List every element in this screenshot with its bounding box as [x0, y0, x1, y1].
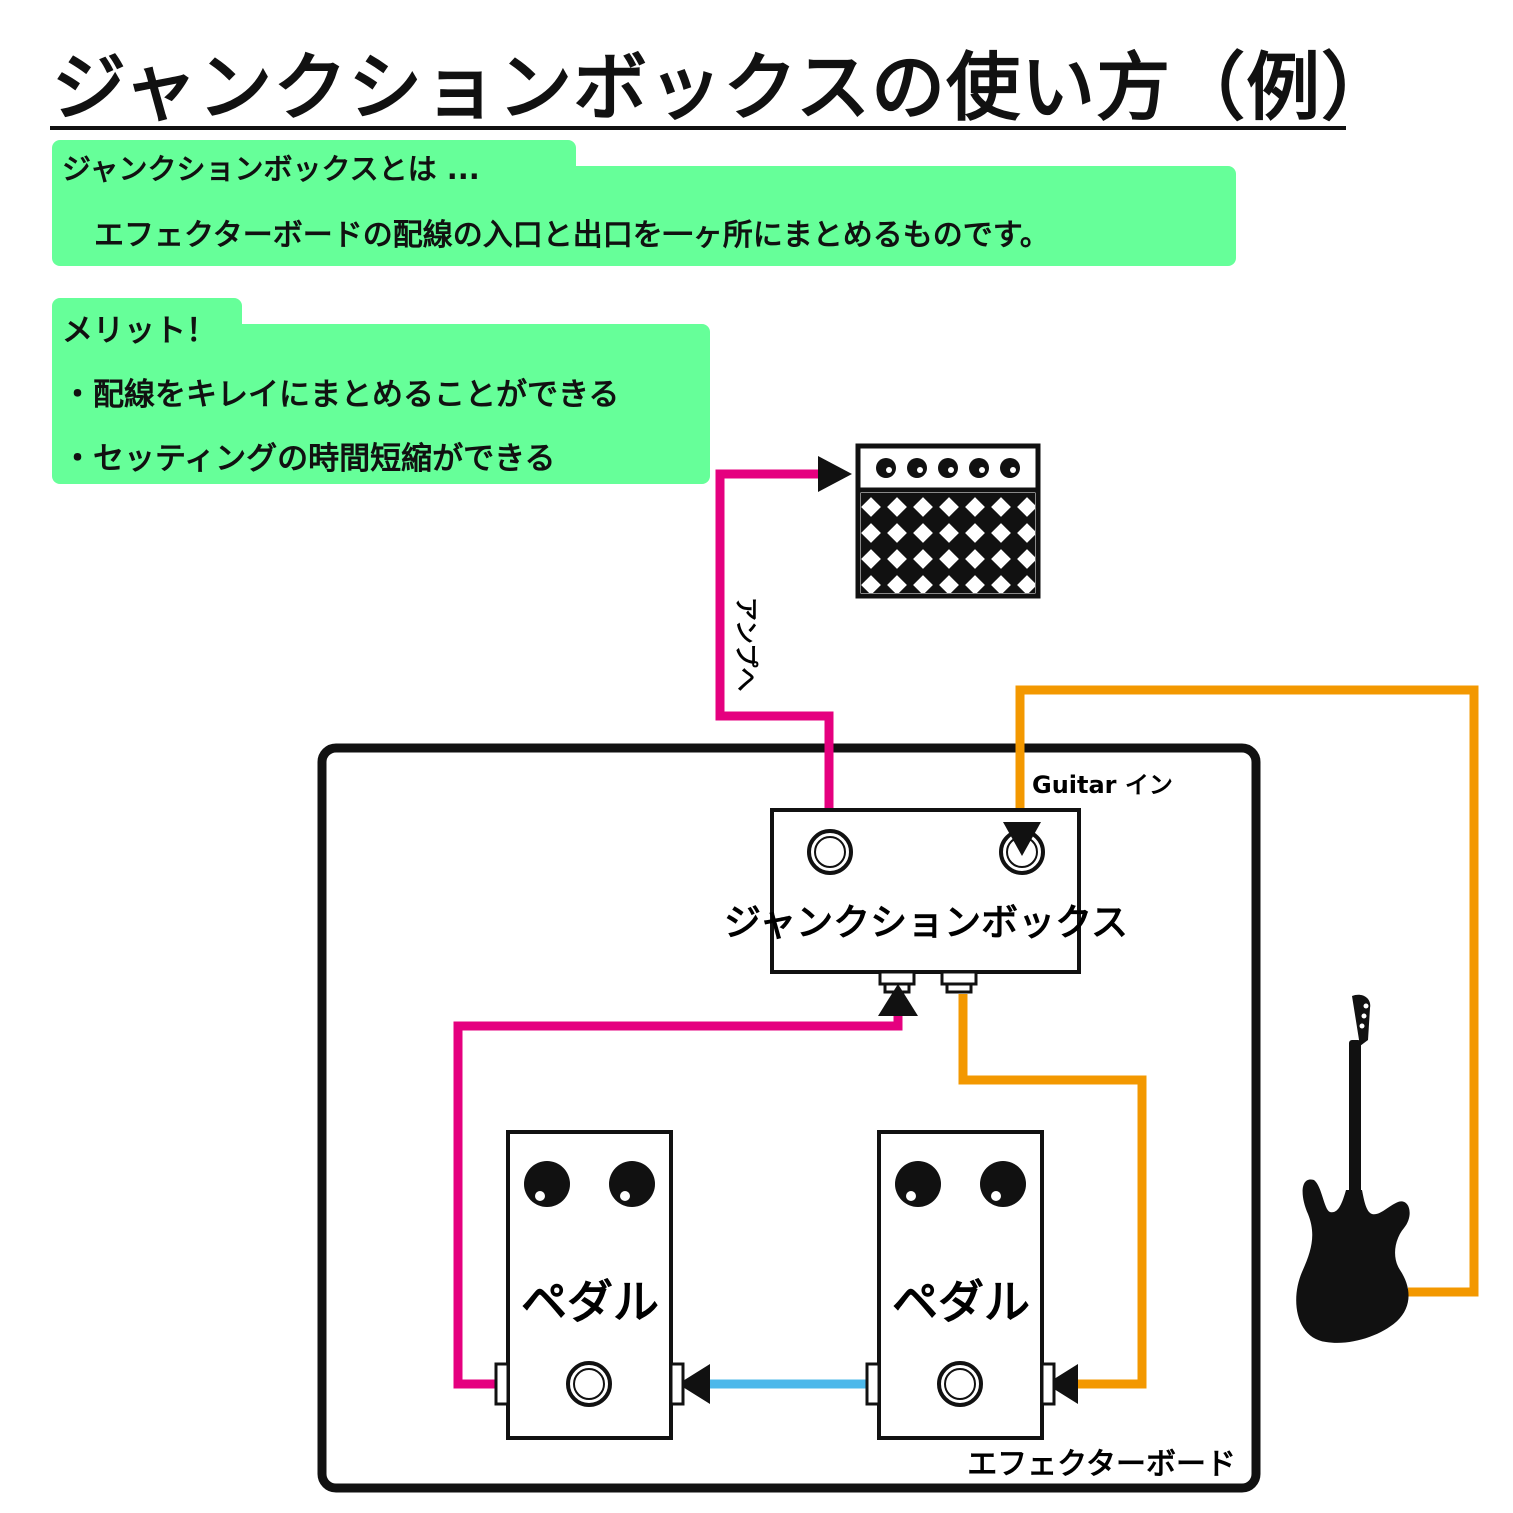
- arrow-into-input-icon: [1003, 822, 1041, 856]
- arrow-into-right-pedal-icon: [1046, 1364, 1078, 1404]
- amp-knobs: [876, 458, 1020, 478]
- definition-panel: [52, 166, 1236, 266]
- amp-icon: [855, 443, 1041, 599]
- merit-item: ・セッティングの時間短縮ができる: [62, 441, 556, 477]
- junction-box: ジャンクションボックス: [724, 808, 1128, 994]
- amp-cable-label: アンプへ: [732, 597, 760, 691]
- pedal-right-label: ペダル: [892, 1275, 1030, 1329]
- output-jack-icon: [865, 1362, 881, 1406]
- return-jack-icon: [878, 970, 916, 986]
- input-jack-icon: [1040, 1362, 1056, 1406]
- return-cable: [453, 1010, 903, 1389]
- guitar-cable: [1015, 685, 1479, 1297]
- knob-icon: [980, 1161, 1026, 1207]
- page-title: ジャンクションボックスの使い方（例）: [52, 45, 1397, 131]
- send-cable: [958, 994, 1147, 1389]
- arrow-to-amp-icon: [818, 456, 852, 492]
- effector-board: [317, 743, 1261, 1493]
- pedal-right: ペダル: [865, 1130, 1056, 1440]
- merit-heading: メリット！: [62, 313, 217, 349]
- output-jack-icon: [494, 1362, 510, 1406]
- knob-icon: [609, 1161, 655, 1207]
- definition-body: エフェクターボードの配線の入口と出口を一ヶ所にまとめるものです。: [94, 218, 1050, 253]
- merit-item: ・配線をキレイにまとめることができる: [62, 377, 620, 413]
- input-jack-icon: [669, 1362, 685, 1406]
- arrow-into-return-icon: [878, 984, 918, 1016]
- pedal-left: ペダル: [494, 1130, 685, 1440]
- send-jack-icon: [940, 970, 978, 986]
- pedal-left-label: ペダル: [521, 1275, 659, 1329]
- merit-panel: [52, 324, 710, 484]
- amp-cable: [715, 469, 834, 838]
- definition-heading: ジャンクションボックスとは ...: [62, 152, 480, 186]
- knob-icon: [524, 1161, 570, 1207]
- guitar-icon: [1296, 994, 1410, 1343]
- guitar-in-label: Guitar イン: [1032, 771, 1173, 799]
- title-underline: [50, 126, 1346, 130]
- knob-icon: [895, 1161, 941, 1207]
- board-label: エフェクターボード: [967, 1447, 1236, 1482]
- arrow-into-left-pedal-icon: [678, 1364, 710, 1404]
- junction-box-label: ジャンクションボックス: [724, 901, 1128, 944]
